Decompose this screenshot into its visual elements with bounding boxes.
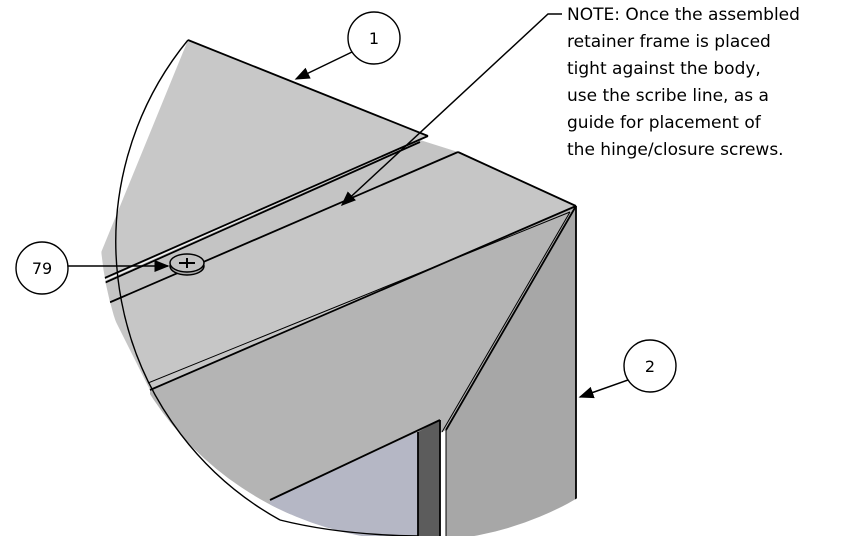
frame-top-back-edge (457, 151, 577, 207)
note-block: NOTE: Once the assembled retainer frame … (567, 5, 800, 160)
callout-79: 79 (15, 241, 170, 295)
note-line-2: retainer frame is placed (567, 32, 771, 52)
opening-top-edge (269, 419, 441, 501)
opening-inner-face (270, 432, 418, 536)
callout-2-label: 2 (645, 357, 655, 376)
detail-circle (100, 39, 577, 536)
frame-front-edge-inner (147, 211, 571, 384)
scribe-edge-top (100, 135, 429, 281)
frame-side-face (446, 206, 576, 536)
scribe-line (105, 151, 459, 305)
callout-1-label: 1 (369, 29, 379, 48)
note-line-1: NOTE: Once the assembled (567, 5, 800, 25)
note-leader (340, 13, 562, 207)
detail-circle-outline (115, 39, 281, 521)
note-line-6: the hinge/closure screws. (567, 140, 784, 160)
opening-edge-strip (418, 420, 440, 536)
frame-corner-edge-2 (441, 211, 571, 433)
note-line-5: guide for placement of (567, 113, 762, 133)
note-line-4: use the scribe line, as a (567, 86, 769, 106)
frame-front-edge (149, 205, 577, 391)
callout-79-label: 79 (32, 259, 52, 278)
screw-79 (169, 253, 205, 276)
callout-2: 2 (578, 339, 677, 399)
upper-rail-edge (187, 39, 429, 137)
note-line-3: tight against the body, (567, 59, 761, 79)
frame-front-face (150, 206, 576, 520)
frame-corner-edge (445, 205, 577, 431)
callout-1: 1 (294, 11, 401, 80)
frame-top-face (106, 152, 576, 390)
upper-rail-face (100, 40, 428, 280)
